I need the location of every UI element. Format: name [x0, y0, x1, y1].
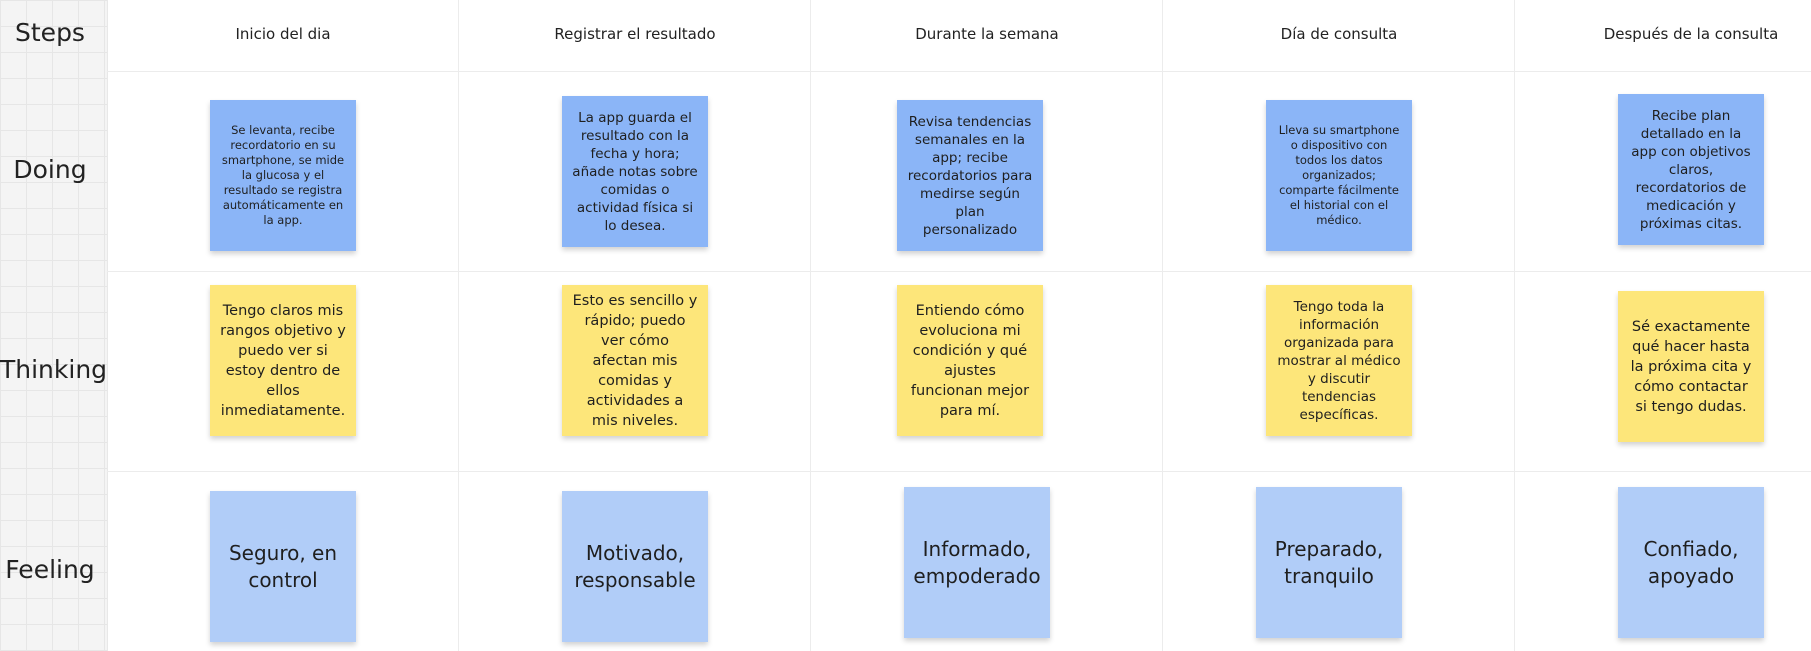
column-divider [1162, 0, 1163, 651]
row-divider [107, 71, 1811, 72]
sticky-note-text: Seguro, en control [228, 540, 338, 592]
thinking-sticky-note[interactable]: Sé exactamente qué hacer hasta la próxim… [1618, 291, 1764, 442]
row-label-feeling: Feeling [5, 555, 95, 584]
doing-sticky-note[interactable]: Se levanta, recibe recordatorio en su sm… [210, 100, 356, 251]
thinking-sticky-note[interactable]: Tengo claros mis rangos objetivo y puedo… [210, 285, 356, 436]
thinking-sticky-note[interactable]: Esto es sencillo y rápido; puedo ver cóm… [562, 285, 708, 436]
sticky-note-text: Revisa tendencias semanales en la app; r… [907, 113, 1033, 238]
sticky-note-text: Informado, empoderado [913, 536, 1041, 588]
column-header-registrar-resultado[interactable]: Registrar el resultado [554, 25, 716, 43]
sticky-note-text: Se levanta, recibe recordatorio en su sm… [221, 123, 345, 227]
column-header-durante-la-semana[interactable]: Durante la semana [915, 25, 1059, 43]
thinking-sticky-note[interactable]: Tengo toda la información organizada par… [1266, 285, 1412, 436]
sticky-note-text: Preparado, tranquilo [1274, 536, 1384, 588]
sticky-note-text: Lleva su smartphone o dispositivo con to… [1278, 123, 1400, 227]
feeling-sticky-note[interactable]: Motivado, responsable [562, 491, 708, 642]
column-divider [1514, 0, 1515, 651]
column-header-despues-consulta[interactable]: Después de la consulta [1603, 25, 1779, 43]
row-label-steps: Steps [15, 18, 85, 47]
sticky-note-text: Motivado, responsable [574, 540, 696, 592]
doing-sticky-note[interactable]: La app guarda el resultado con la fecha … [562, 96, 708, 247]
column-divider [810, 0, 811, 651]
doing-sticky-note[interactable]: Lleva su smartphone o dispositivo con to… [1266, 100, 1412, 251]
doing-sticky-note[interactable]: Recibe plan detallado en la app con obje… [1618, 94, 1764, 245]
row-label-thinking: Thinking [0, 355, 108, 384]
row-label-strip: Steps Doing Thinking Feeling [0, 0, 108, 651]
thinking-sticky-note[interactable]: Entiendo cómo evoluciona mi condición y … [897, 285, 1043, 436]
sticky-note-text: Confiado, apoyado [1643, 536, 1739, 588]
feeling-sticky-note[interactable]: Informado, empoderado [904, 487, 1050, 638]
feeling-sticky-note[interactable]: Seguro, en control [210, 491, 356, 642]
row-divider [107, 471, 1811, 472]
feeling-sticky-note[interactable]: Preparado, tranquilo [1256, 487, 1402, 638]
sticky-note-text: Entiendo cómo evoluciona mi condición y … [910, 302, 1030, 419]
sticky-note-text: Sé exactamente qué hacer hasta la próxim… [1630, 318, 1752, 415]
doing-sticky-note[interactable]: Revisa tendencias semanales en la app; r… [897, 100, 1043, 251]
journey-map-board: Inicio del dia Registrar el resultado Du… [107, 0, 1811, 651]
sticky-note-text: Tengo toda la información organizada par… [1277, 298, 1401, 423]
column-header-dia-de-consulta[interactable]: Día de consulta [1280, 25, 1398, 43]
sticky-note-text: Esto es sencillo y rápido; puedo ver cóm… [572, 292, 698, 429]
sticky-note-text: Recibe plan detallado en la app con obje… [1631, 107, 1751, 232]
row-label-doing: Doing [13, 155, 87, 184]
column-divider [458, 0, 459, 651]
row-divider [107, 271, 1811, 272]
sticky-note-text: Tengo claros mis rangos objetivo y puedo… [220, 302, 346, 419]
column-header-inicio-del-dia[interactable]: Inicio del dia [235, 25, 331, 43]
sticky-note-text: La app guarda el resultado con la fecha … [572, 109, 698, 234]
feeling-sticky-note[interactable]: Confiado, apoyado [1618, 487, 1764, 638]
